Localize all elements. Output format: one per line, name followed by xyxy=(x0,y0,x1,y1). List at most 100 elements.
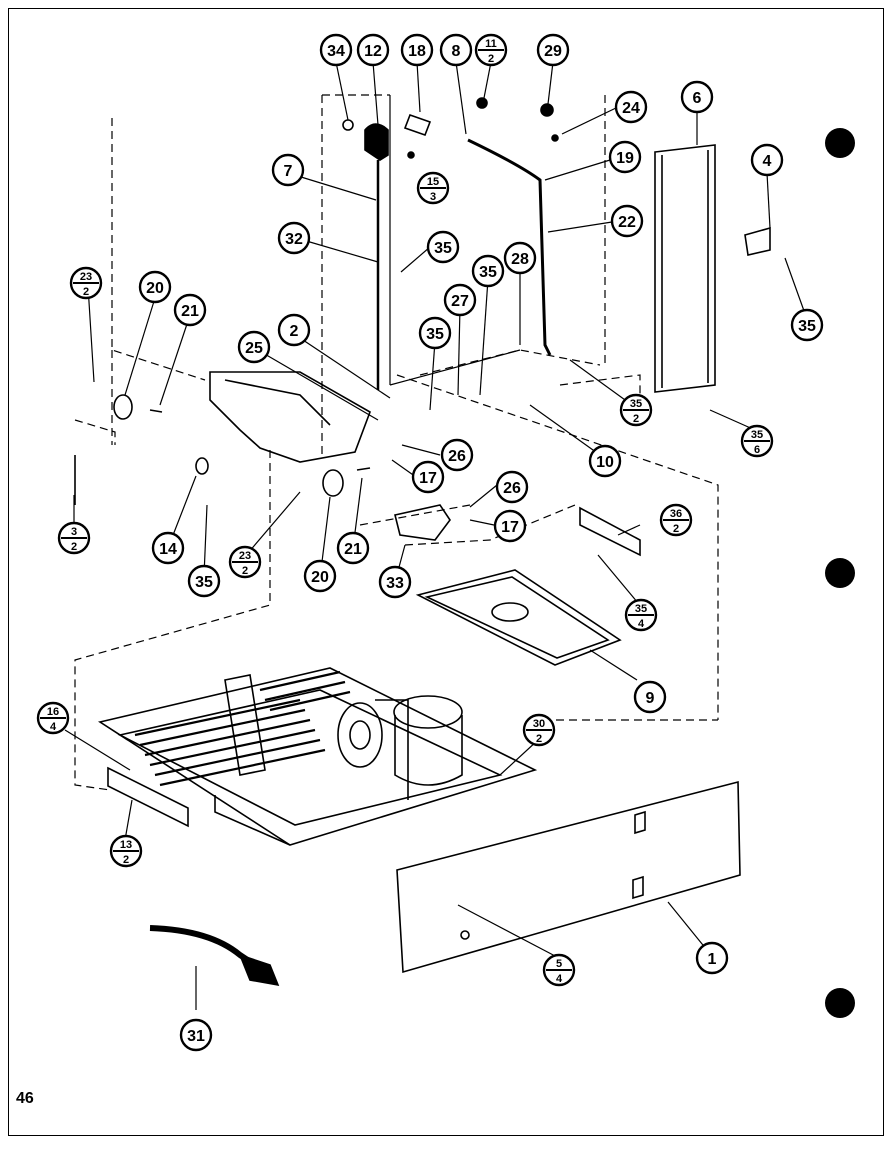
fraction-callout-f35_4: 354 xyxy=(624,598,658,632)
callout-c18: 18 xyxy=(400,33,434,67)
callout-label: 35 xyxy=(798,318,816,335)
fraction-callout-f23_2a: 232 xyxy=(69,266,103,300)
callout-c25: 25 xyxy=(237,330,271,364)
leader-lines xyxy=(64,61,809,1010)
callout-label: 21 xyxy=(181,303,199,320)
callout-label: 27 xyxy=(451,293,469,310)
part-22-tube xyxy=(467,138,552,356)
part-34-screw xyxy=(342,119,354,131)
binder-holes xyxy=(825,128,855,1018)
callout-label: 14 xyxy=(159,541,177,558)
callout-label: 35 xyxy=(434,240,452,257)
callout-c9: 9 xyxy=(633,680,667,714)
compressor xyxy=(393,695,463,786)
part-20-fan-hub-lower xyxy=(322,469,344,497)
callout-c2: 2 xyxy=(277,313,311,347)
part-36-bracket xyxy=(579,506,641,557)
fraction-numerator: 15 xyxy=(427,176,439,188)
callout-c34: 34 xyxy=(319,33,353,67)
callout-label: 10 xyxy=(596,454,614,471)
fraction-callout-f30_2: 302 xyxy=(522,713,556,747)
callout-label: 17 xyxy=(501,519,519,536)
part-21-screw-lower xyxy=(356,467,371,471)
fraction-denominator: 6 xyxy=(754,444,760,456)
part-6-side-panel xyxy=(654,144,716,393)
callout-label: 19 xyxy=(616,150,634,167)
condenser-fan xyxy=(337,702,383,768)
fraction-callout-f15_3: 153 xyxy=(416,171,450,205)
callout-c4: 4 xyxy=(750,143,784,177)
part-13-bracket xyxy=(107,766,189,828)
fraction-numerator: 35 xyxy=(630,398,642,410)
condenser-frame xyxy=(224,674,266,776)
callout-c17a: 17 xyxy=(411,460,445,494)
callout-c27: 27 xyxy=(443,283,477,317)
callout-label: 31 xyxy=(187,1028,205,1045)
compressor-base-assembly xyxy=(97,667,538,846)
fraction-denominator: 4 xyxy=(556,973,563,985)
callout-c35c: 35 xyxy=(790,308,824,342)
fraction-denominator: 2 xyxy=(536,733,542,745)
fraction-callout-f23_2b: 232 xyxy=(228,545,262,579)
callout-label: 18 xyxy=(408,43,426,60)
callout-label: 9 xyxy=(646,690,655,707)
callout-label: 7 xyxy=(284,163,293,180)
fraction-callout-f5_4: 54 xyxy=(542,953,576,987)
fraction-callout-f16_4: 164 xyxy=(36,701,70,735)
back-wall xyxy=(389,95,521,386)
callout-label: 20 xyxy=(146,280,164,297)
dashed-outlines xyxy=(74,94,719,791)
part-15-screw xyxy=(407,151,415,159)
callout-c7: 7 xyxy=(271,153,305,187)
callout-c35d: 35 xyxy=(418,316,452,350)
fraction-callout-f3_2: 32 xyxy=(57,521,91,555)
callout-c21a: 21 xyxy=(173,293,207,327)
callout-c26a: 26 xyxy=(440,438,474,472)
fraction-denominator: 4 xyxy=(638,618,645,630)
fraction-numerator: 11 xyxy=(485,38,497,50)
callout-label: 1 xyxy=(708,951,717,968)
fraction-denominator: 2 xyxy=(673,523,679,535)
callout-c28: 28 xyxy=(503,241,537,275)
callout-c35a: 35 xyxy=(426,230,460,264)
callout-c22: 22 xyxy=(610,204,644,238)
fraction-denominator: 3 xyxy=(430,191,436,203)
callout-c33: 33 xyxy=(378,565,412,599)
callout-label: 26 xyxy=(503,480,521,497)
fraction-numerator: 16 xyxy=(47,706,59,718)
fraction-numerator: 36 xyxy=(670,508,682,520)
callout-label: 4 xyxy=(763,153,772,170)
callout-label: 32 xyxy=(285,231,303,248)
callout-label: 25 xyxy=(245,340,263,357)
callout-label: 26 xyxy=(448,448,466,465)
callout-label: 17 xyxy=(419,470,437,487)
fraction-denominator: 2 xyxy=(83,286,89,298)
callout-c10: 10 xyxy=(588,444,622,478)
fraction-numerator: 30 xyxy=(533,718,545,730)
fraction-callout-f35_6: 356 xyxy=(740,424,774,458)
fraction-numerator: 3 xyxy=(71,526,77,538)
callout-label: 6 xyxy=(693,90,702,107)
fraction-numerator: 35 xyxy=(635,603,647,615)
fraction-denominator: 2 xyxy=(488,53,494,65)
fraction-callout-f36_2: 362 xyxy=(659,503,693,537)
callout-label: 35 xyxy=(479,264,497,281)
callout-c31: 31 xyxy=(179,1018,213,1052)
callout-c12: 12 xyxy=(356,33,390,67)
fraction-callout-f13_2: 132 xyxy=(109,834,143,868)
callout-label: 35 xyxy=(426,326,444,343)
callout-c21b: 21 xyxy=(336,531,370,565)
fraction-numerator: 23 xyxy=(239,550,251,562)
callout-label: 20 xyxy=(311,569,329,586)
page-frame xyxy=(8,8,884,1136)
condenser-coils xyxy=(134,670,351,787)
callout-c1: 1 xyxy=(695,941,729,975)
part-1-back-cover xyxy=(396,780,741,974)
callout-c14: 14 xyxy=(151,531,185,565)
part-4-bracket xyxy=(744,226,771,256)
callout-c6: 6 xyxy=(680,80,714,114)
callout-label: 24 xyxy=(622,100,640,117)
